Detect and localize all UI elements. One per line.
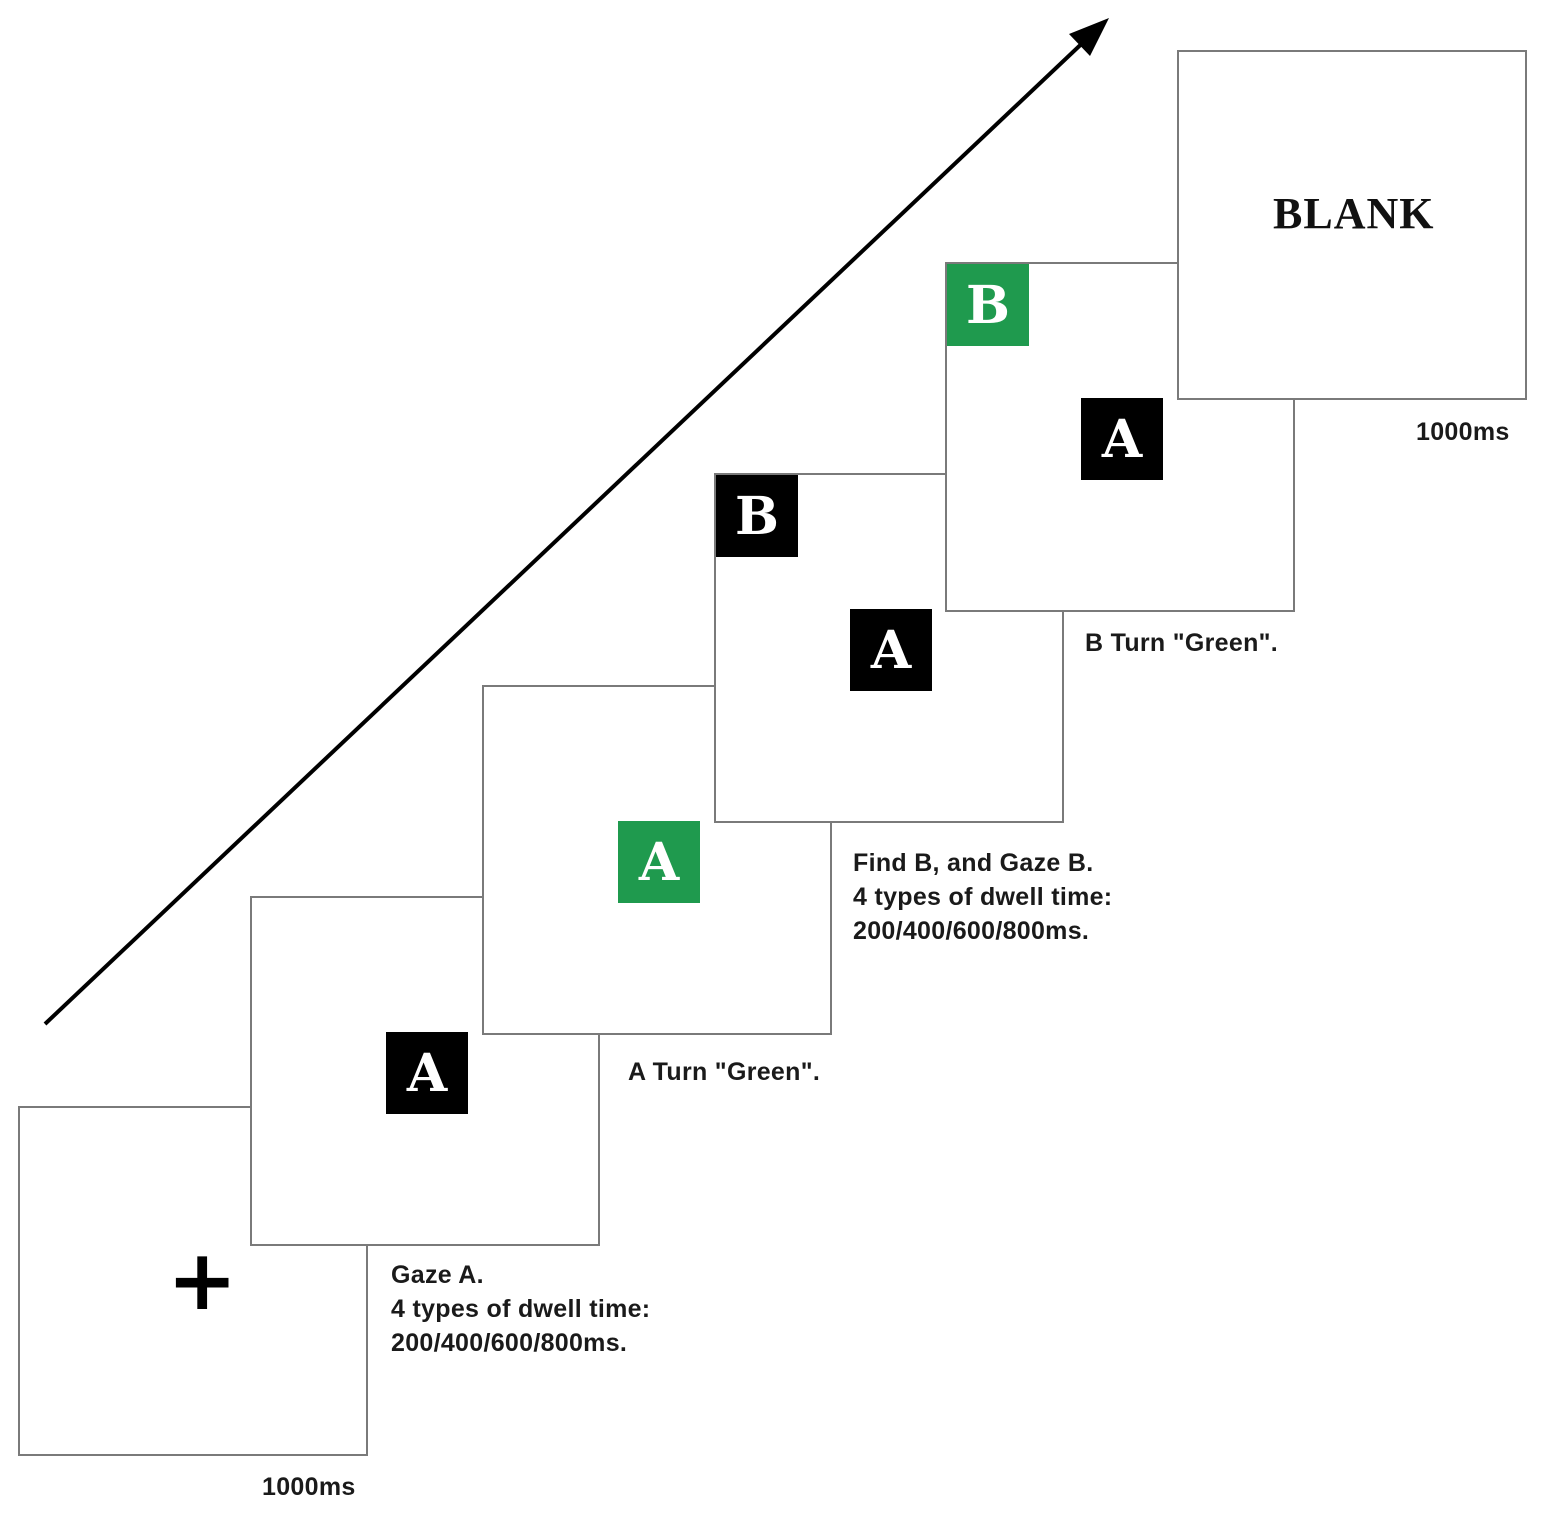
fixation-duration-caption: 1000ms <box>262 1473 356 1501</box>
a-green-caption: A Turn "Green". <box>628 1058 821 1086</box>
caption-line: 4 types of dwell time: <box>391 1295 651 1323</box>
blank-frame: BLANK <box>1177 50 1527 400</box>
stimulus-b-green: B <box>947 264 1029 346</box>
caption-line: Gaze A. <box>391 1261 484 1289</box>
find-b-caption: Find B, and Gaze B. 4 types of dwell tim… <box>853 846 1112 948</box>
gaze-a-caption: Gaze A. 4 types of dwell time: 200/400/6… <box>391 1258 650 1360</box>
blank-duration-caption: 1000ms <box>1416 418 1510 446</box>
stimulus-a-black: A <box>850 609 932 691</box>
stimulus-a-black: A <box>386 1032 468 1114</box>
stimulus-a-black: A <box>1081 398 1163 480</box>
find-b-frame: B A <box>714 473 1064 823</box>
caption-line: 4 types of dwell time: <box>853 883 1113 911</box>
caption-line: 200/400/600/800ms. <box>853 917 1090 945</box>
fixation-cross-icon: + <box>167 1231 238 1329</box>
blank-label: BLANK <box>1273 189 1435 238</box>
b-green-caption: B Turn "Green". <box>1085 629 1279 657</box>
stimulus-b-black: B <box>716 475 798 557</box>
stimulus-a-green: A <box>618 821 700 903</box>
caption-line: 200/400/600/800ms. <box>391 1329 628 1357</box>
caption-line: Find B, and Gaze B. <box>853 849 1094 877</box>
